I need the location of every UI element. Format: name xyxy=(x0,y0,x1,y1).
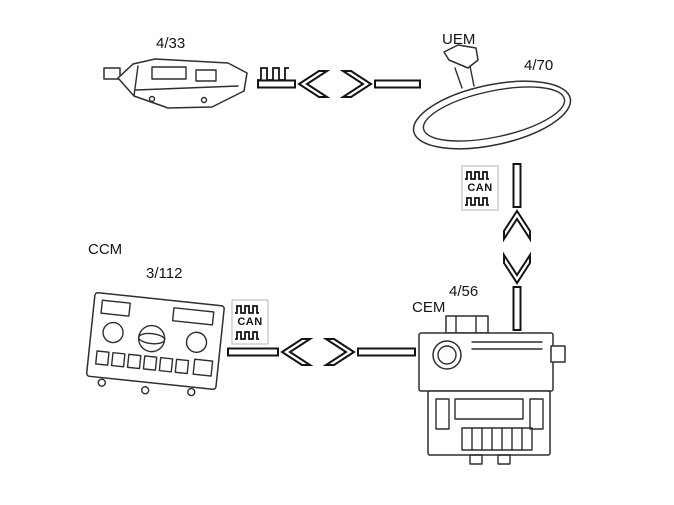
link-sensor-uem-arrow xyxy=(257,70,421,98)
component-uem-mirror-drawing[interactable] xyxy=(408,44,577,161)
label-can-upper: CAN xyxy=(467,182,493,194)
component-cem-drawing[interactable] xyxy=(418,315,566,465)
label-uem: UEM xyxy=(442,31,476,48)
label-cem-ref: 4/56 xyxy=(449,283,479,300)
can-bus-icon-lower xyxy=(231,299,269,345)
link-uem-cem-arrow xyxy=(503,163,531,331)
label-cem: CEM xyxy=(412,299,446,316)
label-uem-ref: 4/70 xyxy=(524,57,554,74)
link-ccm-cem-arrow xyxy=(227,338,416,366)
component-rain-sensor-drawing[interactable] xyxy=(103,58,248,109)
label-can-lower: CAN xyxy=(237,316,263,328)
label-rain-sensor-ref: 4/33 xyxy=(156,35,186,52)
square-wave-icon xyxy=(257,67,289,81)
label-ccm: CCM xyxy=(88,241,123,258)
label-ccm-ref: 3/112 xyxy=(146,265,183,282)
can-bus-icon-upper xyxy=(461,165,499,211)
component-ccm-drawing[interactable] xyxy=(85,292,225,401)
